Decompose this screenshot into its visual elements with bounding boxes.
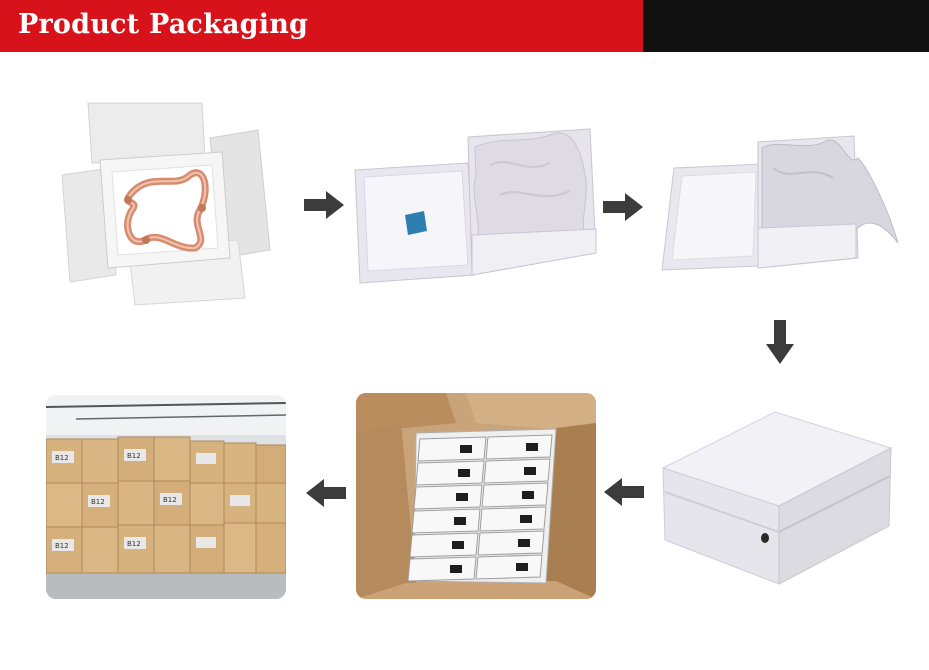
gift-box-with-tissue-icon — [354, 128, 597, 284]
carton-label: B12 — [91, 498, 105, 506]
page-title: Product Packaging — [18, 9, 309, 40]
arrow-right-icon — [304, 190, 344, 220]
arrow-left-icon — [604, 477, 644, 507]
arrow-right-icon — [603, 192, 643, 222]
gift-box-with-tissue-photo — [350, 125, 602, 285]
product-in-open-box-photo — [60, 100, 285, 310]
boxes-in-carton-photo — [356, 393, 596, 599]
carton-label: B12 — [55, 454, 69, 462]
carton-label: B12 — [55, 542, 69, 550]
carton-label: B12 — [163, 496, 177, 504]
product-in-open-box-icon — [61, 102, 271, 306]
header-red-bar — [0, 0, 643, 52]
closed-white-box-icon — [661, 411, 893, 585]
header-banner: Product Packaging — [0, 0, 929, 52]
warehouse-stacked-cartons-photo: B12 B12 B12 B12 B12 B12 — [46, 395, 286, 599]
lid-box-with-tissue-icon — [661, 135, 899, 271]
carton-label: B12 — [127, 540, 141, 548]
header-black-bar — [643, 0, 929, 52]
carton-label: B12 — [127, 452, 141, 460]
closed-white-box-photo — [655, 408, 895, 588]
lid-box-with-tissue-photo — [658, 128, 902, 276]
warehouse-stacked-cartons-icon: B12 B12 B12 B12 B12 B12 — [46, 395, 286, 599]
boxes-in-carton-icon — [356, 393, 596, 599]
arrow-left-icon — [306, 478, 346, 508]
arrow-down-icon — [765, 320, 795, 364]
